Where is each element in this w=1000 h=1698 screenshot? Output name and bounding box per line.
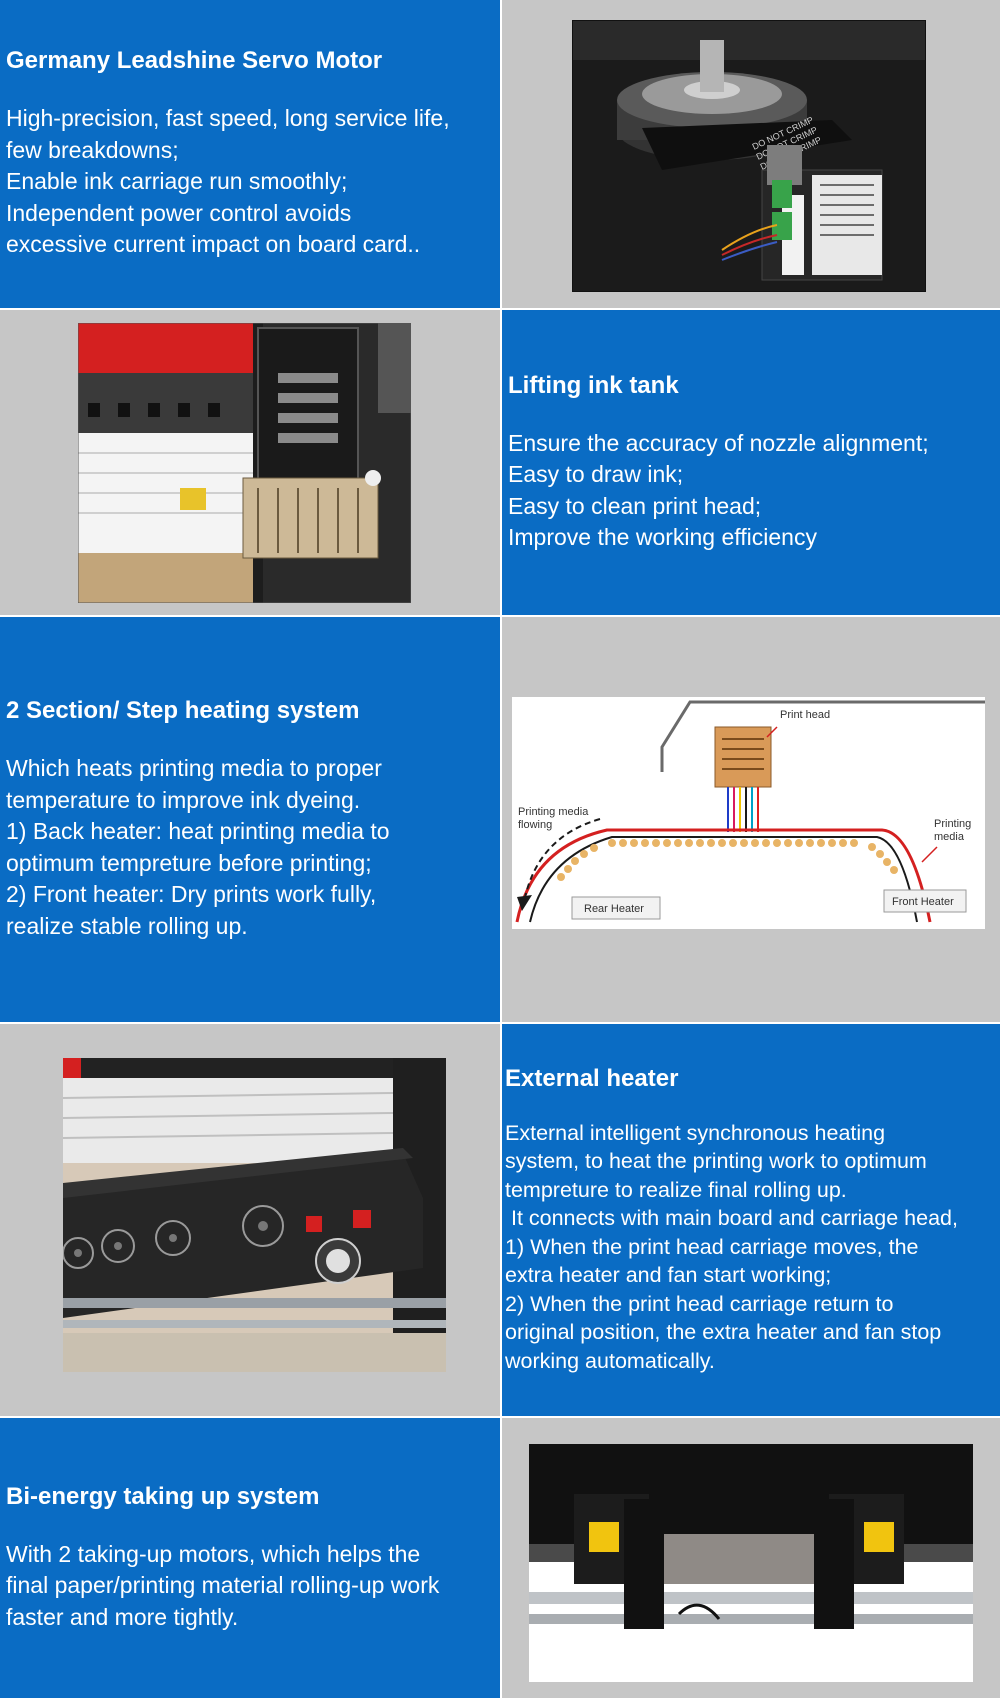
feature-line: faster and more tightly.: [6, 1603, 239, 1630]
feature-line: Which heats printing media to proper: [6, 755, 382, 781]
feature-line: It connects with main board and carriage…: [505, 1206, 958, 1231]
feature-line: With 2 taking-up motors, which helps the: [6, 1540, 421, 1567]
feature-line: final paper/printing material rolling-up…: [6, 1572, 440, 1599]
feature-heating-system-text: 2 Section/ Step heating system Which hea…: [0, 617, 500, 1022]
label-media-flowing: flowing: [518, 819, 552, 831]
feature-title: Lifting ink tank: [508, 371, 679, 399]
servo-motor-photo: DO NOT CRIMP DO NOT CRIMP DO NOT CRIMP: [572, 20, 926, 292]
label-front-heater: Front Heater: [892, 896, 954, 908]
feature-line: 1) When the print head carriage moves, t…: [505, 1234, 919, 1259]
feature-title: Bi-energy taking up system: [6, 1482, 320, 1510]
feature-taking-up-photo-panel: [502, 1418, 1000, 1698]
taking-up-motors-photo: [529, 1444, 973, 1682]
feature-title: Germany Leadshine Servo Motor: [6, 47, 383, 75]
feature-line: 2) When the print head carriage return t…: [505, 1291, 894, 1316]
feature-ink-tank-text: Lifting ink tank Ensure the accuracy of …: [502, 310, 1000, 615]
feature-servo-motor-photo-panel: DO NOT CRIMP DO NOT CRIMP DO NOT CRIMP: [502, 0, 1000, 308]
feature-description: External intelligent synchronous heating…: [505, 1119, 996, 1376]
feature-line: Independent power control avoids: [6, 199, 352, 226]
feature-description: With 2 taking-up motors, which helps the…: [6, 1539, 496, 1634]
feature-line: extra heater and fan start working;: [505, 1263, 832, 1288]
feature-description: Ensure the accuracy of nozzle alignment;…: [508, 428, 996, 554]
feature-line: realize stable rolling up.: [6, 912, 248, 939]
feature-line: few breakdowns;: [6, 136, 179, 163]
feature-line: High-precision, fast speed, long service…: [6, 105, 450, 132]
feature-line: External intelligent synchronous heating: [505, 1120, 886, 1145]
feature-line: 1) Back heater: heat printing media to: [6, 818, 390, 844]
feature-external-heater-text: External heater External intelligent syn…: [502, 1024, 1000, 1416]
feature-external-heater-photo-panel: [0, 1024, 500, 1416]
feature-line: Ensure the accuracy of nozzle alignment;: [508, 429, 929, 456]
feature-line: system, to heat the printing work to opt…: [505, 1149, 927, 1174]
label-media-flowing: Printing media: [518, 806, 589, 818]
feature-line: Easy to draw ink;: [508, 461, 684, 487]
feature-line: excessive current impact on board card..: [6, 231, 421, 258]
external-heater-photo: [63, 1058, 446, 1372]
feature-line: Easy to clean print head;: [508, 492, 762, 519]
label-printing-media: Printing: [934, 818, 971, 830]
feature-line: temperature to improve ink dyeing.: [6, 786, 361, 813]
feature-taking-up-system-text: Bi-energy taking up system With 2 taking…: [0, 1418, 500, 1698]
heating-system-diagram: Print head: [512, 697, 985, 929]
feature-line: 2) Front heater: Dry prints work fully,: [6, 881, 377, 907]
feature-title: 2 Section/ Step heating system: [6, 697, 360, 724]
feature-line: Enable ink carriage run smoothly;: [6, 168, 348, 195]
feature-heating-diagram-panel: Print head: [502, 617, 1000, 1022]
feature-line: optimum tempreture before printing;: [6, 849, 372, 876]
label-printing-media: media: [934, 831, 965, 843]
feature-line: Improve the working efficiency: [508, 524, 817, 550]
feature-line: tempreture to realize final rolling up.: [505, 1177, 847, 1202]
ink-tank-photo: [78, 323, 411, 603]
feature-line: working automatically.: [505, 1348, 715, 1373]
feature-description: High-precision, fast speed, long service…: [6, 103, 496, 261]
feature-ink-tank-photo-panel: [0, 310, 500, 615]
label-print-head: Print head: [780, 709, 830, 721]
feature-line: original position, the extra heater and …: [505, 1320, 942, 1345]
label-rear-heater: Rear Heater: [584, 903, 644, 915]
feature-title: External heater: [505, 1064, 679, 1092]
feature-description: Which heats printing media to proper tem…: [6, 753, 496, 942]
feature-servo-motor-text: Germany Leadshine Servo Motor High-preci…: [0, 0, 500, 308]
